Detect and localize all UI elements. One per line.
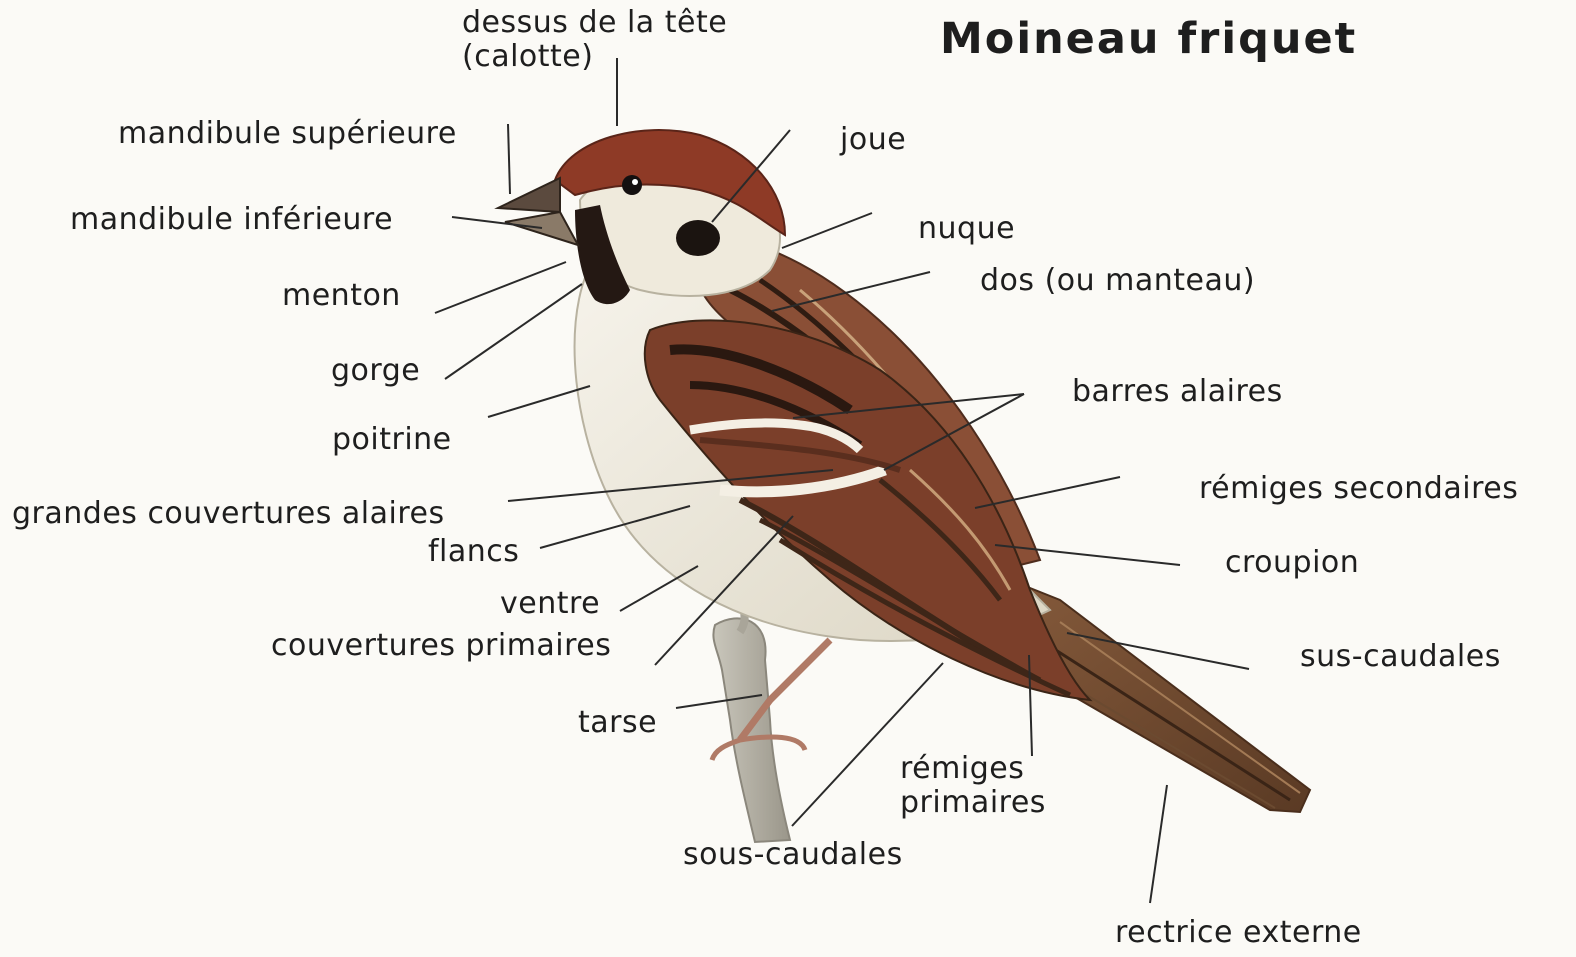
label-rectrice-externe: rectrice externe xyxy=(1115,916,1362,950)
label-croupion: croupion xyxy=(1225,546,1359,580)
diagram-title: Moineau friquet xyxy=(940,14,1357,64)
label-grandes-couvertures-alaires: grandes couvertures alaires xyxy=(12,497,445,531)
label-tarse: tarse xyxy=(578,706,657,740)
leader-rectrice xyxy=(1150,785,1167,903)
bird-head xyxy=(498,130,785,304)
label-menton: menton xyxy=(282,279,401,313)
label-calotte-line1: dessus de la tête xyxy=(462,6,727,40)
label-calotte-line2: (calotte) xyxy=(462,40,727,74)
label-mandibule-superieure: mandibule supérieure xyxy=(118,117,457,151)
label-remiges-primaires-line1: rémiges xyxy=(900,752,1046,786)
label-remiges-primaires: rémiges primaires xyxy=(900,752,1046,820)
leader-ventre xyxy=(620,566,698,611)
leader-poitrine xyxy=(488,386,590,417)
leader-mandibule-sup xyxy=(508,124,510,194)
label-flancs: flancs xyxy=(428,535,519,569)
leader-nuque xyxy=(782,213,872,248)
label-couvertures-primaires: couvertures primaires xyxy=(271,629,611,663)
leader-menton xyxy=(435,262,566,313)
label-poitrine: poitrine xyxy=(332,423,452,457)
label-dos: dos (ou manteau) xyxy=(980,264,1255,298)
label-sus-caudales: sus-caudales xyxy=(1300,640,1501,674)
label-nuque: nuque xyxy=(918,212,1015,246)
label-gorge: gorge xyxy=(331,354,420,388)
label-remiges-primaires-line2: primaires xyxy=(900,786,1046,820)
label-joue: joue xyxy=(840,123,906,157)
label-ventre: ventre xyxy=(500,587,600,621)
label-mandibule-inferieure: mandibule inférieure xyxy=(70,203,393,237)
label-sous-caudales: sous-caudales xyxy=(683,838,903,872)
label-barres-alaires: barres alaires xyxy=(1072,375,1283,409)
label-calotte: dessus de la tête (calotte) xyxy=(462,6,727,74)
label-remiges-secondaires: rémiges secondaires xyxy=(1199,472,1518,506)
leader-gorge xyxy=(445,284,582,379)
